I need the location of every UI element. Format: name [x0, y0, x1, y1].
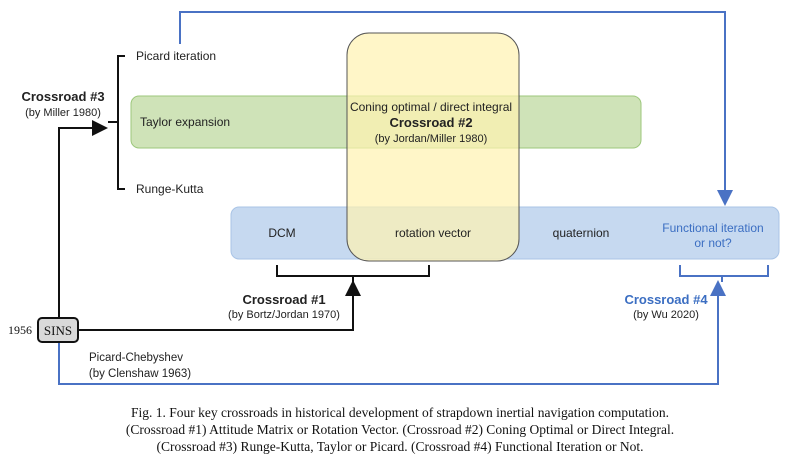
label-dcm: DCM: [268, 226, 295, 240]
caption-line-3: (Crossroad #3) Runge-Kutta, Taylor or Pi…: [156, 439, 644, 454]
crossroad2-box: [346, 32, 520, 262]
diagram: SINS 1956 Crossroad #3 (by Miller 1980) …: [8, 11, 780, 385]
picard-chebyshev-subtitle: (by Clenshaw 1963): [89, 368, 191, 380]
crossroad1-title: Crossroad #1: [242, 292, 325, 307]
sins-to-crossroad1-line: [78, 280, 361, 331]
crossroad3-subtitle: (by Miller 1980): [25, 107, 101, 119]
crossroad4-subtitle: (by Wu 2020): [633, 309, 699, 321]
caption-line-2: (Crossroad #1) Attitude Matrix or Rotati…: [125, 422, 675, 437]
bottom-blue-line: [58, 280, 726, 385]
caption-line-1: Fig. 1. Four key crossroads in historica…: [130, 405, 670, 420]
option-picard-iteration: Picard iteration: [136, 49, 216, 63]
crossroad1-subtitle: (by Bortz/Jordan 1970): [228, 309, 340, 321]
figure-caption: Fig. 1. Four key crossroads in historica…: [0, 404, 800, 455]
crossroad2-title: Crossroad #2: [389, 115, 472, 130]
label-quaternion: quaternion: [553, 226, 610, 240]
option-runge-kutta: Runge-Kutta: [136, 182, 204, 196]
crossroad2-line1: Coning optimal / direct integral: [350, 100, 512, 114]
crossroad4-brace: [679, 265, 769, 282]
sins-year: 1956: [8, 323, 32, 337]
sins-label: SINS: [44, 323, 72, 338]
option-taylor-expansion: Taylor expansion: [140, 115, 230, 129]
top-blue-line: [179, 11, 733, 206]
crossroad4-title: Crossroad #4: [624, 292, 708, 307]
label-rotation-vector: rotation vector: [395, 226, 471, 240]
crossroad3-title: Crossroad #3: [21, 89, 104, 104]
label-or-not: or not?: [694, 236, 732, 250]
crossroad1-brace: [276, 265, 430, 282]
picard-chebyshev-label: Picard-Chebyshev: [89, 352, 183, 364]
label-functional-iteration: Functional iteration: [662, 221, 763, 235]
sins-box: [37, 317, 79, 343]
crossroad3-brace: [108, 55, 125, 190]
crossroad2-subtitle: (by Jordan/Miller 1980): [375, 133, 488, 145]
sins-to-crossroad3-line: [58, 120, 108, 320]
